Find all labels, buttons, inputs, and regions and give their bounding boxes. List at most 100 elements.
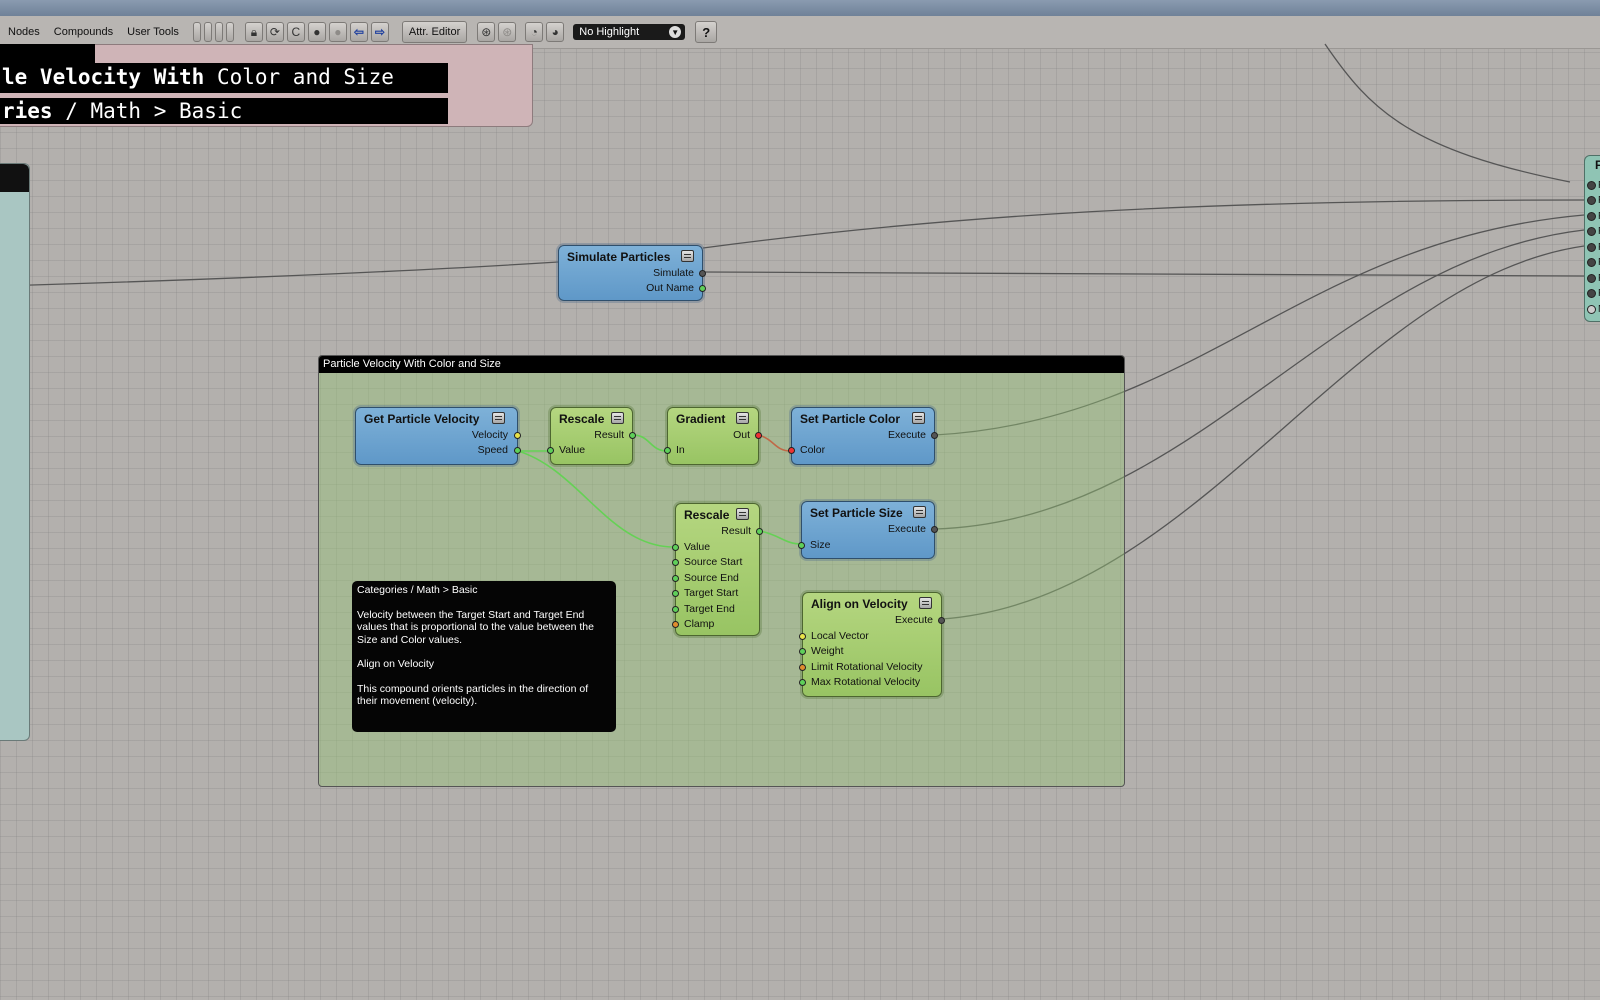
port-color[interactable]: Color	[800, 444, 826, 456]
port-dot[interactable]	[788, 447, 795, 454]
port-dot[interactable]	[799, 648, 806, 655]
set-particle-size-node[interactable]: Set Particle Size Execute Size	[798, 501, 938, 559]
port-result[interactable]: Result	[594, 429, 624, 441]
attr-editor-button[interactable]: Attr. Editor	[401, 21, 468, 43]
port-dot[interactable]	[799, 664, 806, 671]
help-button[interactable]: ?	[695, 21, 718, 43]
right-node-port[interactable]: P	[1587, 257, 1600, 268]
port-clamp[interactable]: Clamp	[684, 618, 715, 630]
port-dot[interactable]	[755, 432, 762, 439]
port-dot[interactable]	[798, 542, 805, 549]
right-node-port[interactable]: N	[1587, 304, 1600, 315]
timer-icon[interactable]: ◔	[525, 22, 544, 42]
port-execute[interactable]: Execute	[888, 523, 926, 535]
port-dot[interactable]	[699, 270, 706, 277]
node-menu-icon[interactable]	[681, 250, 694, 262]
align-on-velocity-node[interactable]: Align on Velocity Execute Local Vector W…	[799, 592, 945, 697]
port-dot[interactable]	[756, 528, 763, 535]
rescale-node[interactable]: Rescale Result Value	[547, 407, 636, 465]
node-menu-icon[interactable]	[736, 412, 749, 424]
disabled-circle-icon[interactable]: ●	[328, 22, 347, 42]
right-partial-node[interactable]: F P P P P P P P P N	[1584, 155, 1600, 322]
port-target-start[interactable]: Target Start	[684, 587, 739, 599]
clear-icon[interactable]: C	[286, 22, 305, 42]
port-in[interactable]: In	[676, 444, 685, 456]
lock-icon[interactable]: 🔒︎	[244, 22, 263, 42]
node-menu-icon[interactable]	[913, 506, 926, 518]
port-result[interactable]: Result	[721, 525, 751, 537]
port-dot[interactable]	[672, 606, 679, 613]
refresh-icon[interactable]: ⟳	[265, 22, 284, 42]
port-dot[interactable]	[672, 621, 679, 628]
port-weight[interactable]: Weight	[811, 645, 844, 657]
port-execute[interactable]: Execute	[895, 614, 933, 626]
sphere-icon[interactable]: ●	[307, 22, 326, 42]
port-source-end[interactable]: Source End	[684, 572, 739, 584]
rescale-node[interactable]: Rescale Result Value Source Start Source…	[672, 503, 763, 636]
toolbar-slot-4[interactable]	[225, 22, 234, 42]
highlight-value: No Highlight	[579, 26, 640, 38]
port-dot[interactable]	[547, 447, 554, 454]
menu-compounds[interactable]: Compounds	[53, 26, 114, 38]
toolbar-slot-3[interactable]	[214, 22, 223, 42]
timer-reset-icon[interactable]: ◕	[546, 22, 565, 42]
port-dot[interactable]	[799, 679, 806, 686]
port-size[interactable]: Size	[810, 539, 831, 551]
port-value[interactable]: Value	[684, 541, 711, 553]
node-menu-icon[interactable]	[492, 412, 505, 424]
port-out-name[interactable]: Out Name	[646, 282, 694, 294]
explore-disabled-icon[interactable]: ⊛	[498, 22, 517, 42]
right-node-port[interactable]: P	[1587, 226, 1600, 237]
explore-icon[interactable]: ⊛	[477, 22, 496, 42]
port-target-end[interactable]: Target End	[684, 603, 735, 615]
port-source-start[interactable]: Source Start	[684, 556, 743, 568]
port-dot[interactable]	[672, 544, 679, 551]
highlight-dropdown[interactable]: No Highlight ▼	[573, 24, 686, 40]
back-arrow-icon[interactable]: ⇦	[349, 22, 368, 42]
port-dot[interactable]	[931, 526, 938, 533]
port-dot[interactable]	[799, 633, 806, 640]
port-value[interactable]: Value	[559, 444, 586, 456]
get-particle-velocity-node[interactable]: Get Particle Velocity Velocity Speed	[355, 407, 521, 465]
menu-user-tools[interactable]: User Tools	[127, 26, 179, 38]
simulate-particles-node[interactable]: Simulate Particles Simulate Out Name	[558, 245, 706, 301]
right-node-port[interactable]: P	[1587, 242, 1600, 253]
window-title-strip	[0, 0, 1600, 16]
right-node-port[interactable]: P	[1587, 211, 1600, 222]
port-dot[interactable]	[514, 432, 521, 439]
port-dot[interactable]	[931, 432, 938, 439]
toolbar-slot-1[interactable]	[192, 22, 201, 42]
node-menu-icon[interactable]	[919, 597, 932, 609]
port-dot[interactable]	[664, 447, 671, 454]
port-dot[interactable]	[938, 617, 945, 624]
node-menu-icon[interactable]	[912, 412, 925, 424]
left-partial-node[interactable]	[0, 163, 30, 741]
node-menu-icon[interactable]	[611, 412, 624, 424]
right-node-port[interactable]: P	[1587, 273, 1600, 284]
port-limit-rotational-velocity[interactable]: Limit Rotational Velocity	[811, 661, 923, 673]
port-dot[interactable]	[672, 559, 679, 566]
port-dot[interactable]	[672, 590, 679, 597]
port-local-vector[interactable]: Local Vector	[811, 630, 869, 642]
right-node-port[interactable]: P	[1587, 180, 1600, 191]
port-dot[interactable]	[699, 285, 706, 292]
forward-arrow-icon[interactable]: ⇨	[370, 22, 389, 42]
port-out[interactable]: Out	[733, 429, 750, 441]
port-execute[interactable]: Execute	[888, 429, 926, 441]
port-speed[interactable]: Speed	[477, 444, 508, 456]
toolbar-slot-2[interactable]	[203, 22, 212, 42]
comment-note[interactable]: Categories / Math > Basic Velocity betwe…	[352, 581, 616, 732]
toolbar: Nodes Compounds User Tools 🔒︎ ⟳ C ● ● ⇦ …	[0, 16, 1600, 49]
set-particle-color-node[interactable]: Set Particle Color Execute Color	[788, 407, 938, 465]
menu-nodes[interactable]: Nodes	[8, 26, 40, 38]
node-menu-icon[interactable]	[736, 508, 749, 520]
port-dot[interactable]	[514, 447, 521, 454]
port-dot[interactable]	[672, 575, 679, 582]
right-node-port[interactable]: P	[1587, 288, 1600, 299]
port-velocity[interactable]: Velocity	[471, 429, 508, 441]
gradient-node[interactable]: Gradient Out In	[664, 407, 762, 465]
right-node-port[interactable]: P	[1587, 195, 1600, 206]
port-dot[interactable]	[629, 432, 636, 439]
port-max-rotational-velocity[interactable]: Max Rotational Velocity	[811, 676, 921, 688]
port-simulate[interactable]: Simulate	[653, 267, 694, 279]
